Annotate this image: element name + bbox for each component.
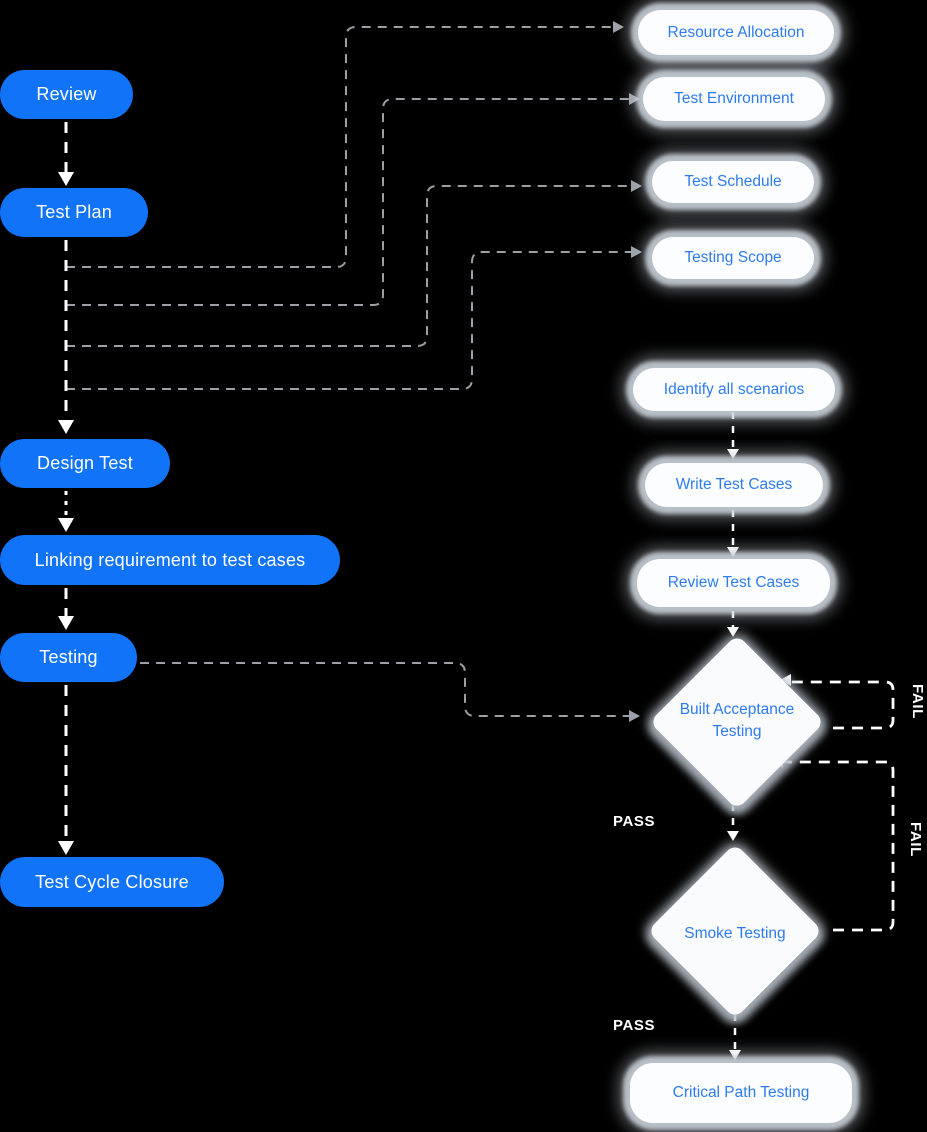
connector-fail-loop-built-acceptance [791,680,895,730]
arrowhead-testing-scope [631,246,642,258]
card-resource-allocation: Resource Allocation [638,10,834,55]
card-test-schedule: Test Schedule [652,161,814,203]
card-critical-path-testing: Critical Path Testing [630,1063,852,1123]
connector-fail-smoke-to-built [783,760,895,932]
card-write-test-cases: Write Test Cases [645,463,823,507]
node-testing: Testing [0,633,137,682]
card-critical-path-testing-label: Critical Path Testing [672,1084,810,1101]
connector-testplan-test-environment [66,98,629,306]
arrowhead-resource-allocation [613,21,624,33]
node-test-cycle-closure-label: Test Cycle Closure [35,871,189,892]
arrowhead-fail-loop1 [780,674,791,686]
arrowhead-testplan [58,172,74,186]
card-review-test-cases-label: Review Test Cases [667,574,800,591]
edge-label-fail-1: FAIL [909,684,926,719]
card-test-environment-label: Test Environment [674,90,794,107]
card-write-test-cases-label: Write Test Cases [675,476,793,493]
arrowhead-diamond1-in [727,627,739,637]
arrowhead-closure [58,841,74,855]
card-identify-all-scenarios-label: Identify all scenarios [663,380,805,398]
connector-testplan-testing-scope [66,251,631,390]
arrowhead-test-schedule [631,180,642,192]
node-design-test: Design Test [0,439,170,488]
card-review-test-cases: Review Test Cases [637,559,830,607]
card-testing-scope-label: Testing Scope [684,249,782,266]
arrowhead-testing [58,616,74,630]
arrowhead-critical-path-in [729,1050,741,1060]
node-test-plan-label: Test Plan [36,202,112,222]
card-identify-all-scenarios: Identify all scenarios [633,368,835,411]
card-resource-allocation-label: Resource Allocation [667,23,805,41]
edge-label-pass-1: PASS [613,813,656,830]
node-testing-label: Testing [39,647,98,667]
node-design-test-label: Design Test [37,453,133,473]
node-test-cycle-closure: Test Cycle Closure [0,857,224,907]
node-test-plan: Test Plan [0,188,148,237]
arrowhead-linking [58,518,74,532]
connector-testing-built-acceptance [140,662,629,717]
card-test-schedule-label: Test Schedule [684,173,782,190]
edge-label-pass-2: PASS [613,1017,656,1034]
node-review: Review [0,70,133,119]
decision-smoke-testing-label: Smoke Testing [684,925,786,942]
arrowhead-built-acceptance-in [629,710,640,722]
arrowhead-test-environment [629,93,640,105]
connector-testplan-test-schedule [66,185,631,347]
decision-built-acceptance-label: Built Acceptance Testing [679,701,795,741]
card-testing-scope: Testing Scope [652,237,814,279]
arrowhead-designtest [58,420,74,434]
node-linking-requirement: Linking requirement to test cases [0,535,340,585]
arrowhead-smoke-in [727,831,739,841]
edge-label-fail-2: FAIL [907,822,924,857]
card-test-environment: Test Environment [643,77,825,121]
node-review-label: Review [36,84,97,104]
arrowhead-review-test-cases [727,547,739,557]
connector-testplan-resource-allocation [66,26,613,268]
arrowhead-write-test-cases [727,449,739,459]
node-linking-requirement-label: Linking requirement to test cases [34,549,306,570]
